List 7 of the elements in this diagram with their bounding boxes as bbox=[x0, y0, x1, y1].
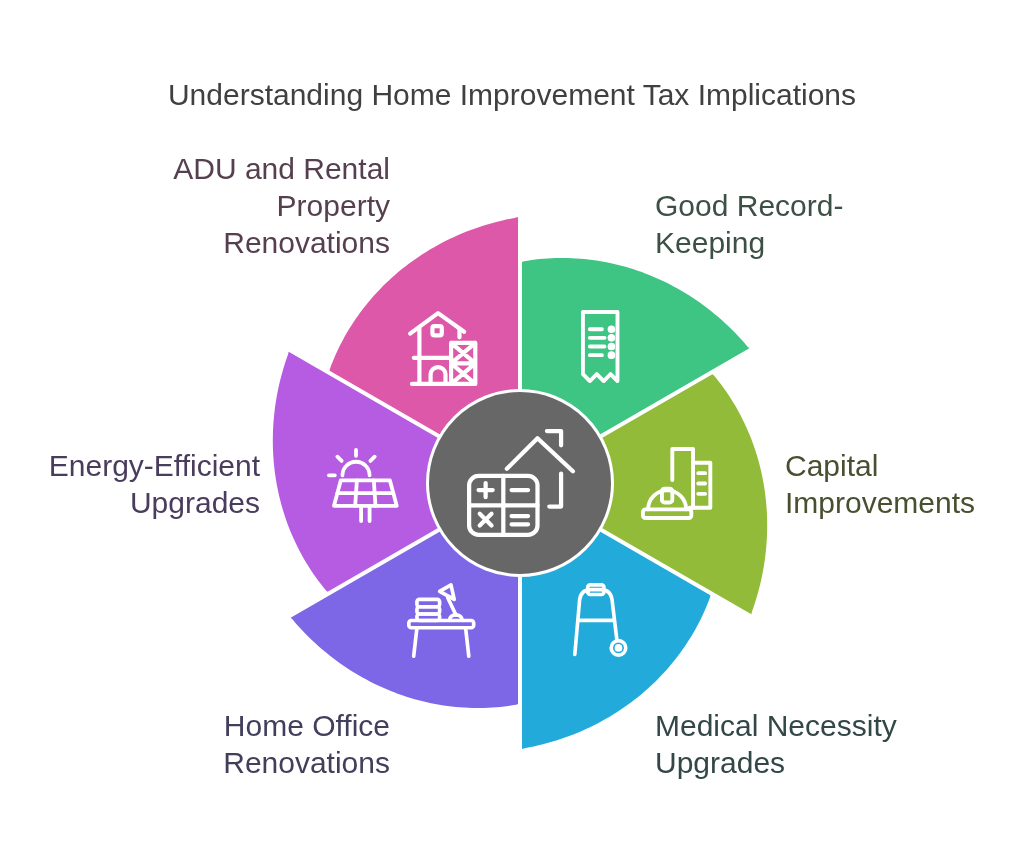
diagram-title: Understanding Home Improvement Tax Implications bbox=[167, 77, 857, 113]
segment-label: Home Office Renovations bbox=[222, 708, 390, 781]
segment-label: Capital Improvements bbox=[785, 448, 977, 521]
segment-label: Good Record-Keeping bbox=[655, 188, 845, 261]
segment-label: Medical Necessity Upgrades bbox=[655, 708, 898, 781]
segment-label: Energy-Efficient Upgrades bbox=[47, 448, 260, 521]
segment-label: ADU and Rental Property Renovations bbox=[172, 151, 390, 261]
